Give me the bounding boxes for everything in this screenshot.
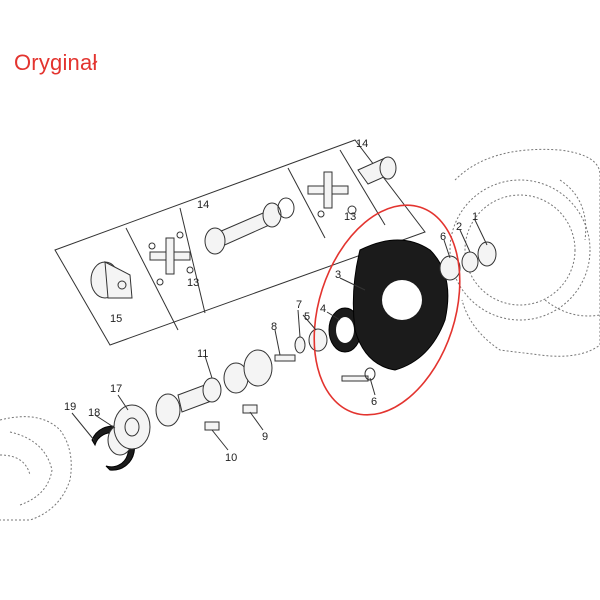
callout-18: 18 xyxy=(88,407,100,419)
callout-14b: 14 xyxy=(356,138,368,150)
left-housing xyxy=(0,416,72,521)
callout-9: 9 xyxy=(262,431,268,443)
right-housing xyxy=(449,148,600,357)
original-stamp: Oryginał xyxy=(14,50,98,75)
callout-4: 4 xyxy=(320,303,326,315)
lower-assembly xyxy=(91,239,497,471)
callout-3: 3 xyxy=(335,269,341,281)
driveshaft-inset xyxy=(54,139,426,346)
callout-2: 2 xyxy=(456,221,462,233)
callout-6b: 6 xyxy=(371,396,377,408)
callout-labels: 1 2 3 4 5 6 6 6 7 8 9 10 11 13 13 14 14 … xyxy=(64,138,478,464)
highlight-circle xyxy=(313,204,461,416)
callout-11: 11 xyxy=(197,348,208,360)
callout-15: 15 xyxy=(110,313,122,325)
leader-lines xyxy=(71,219,488,451)
callout-7: 7 xyxy=(296,299,302,311)
callout-17: 17 xyxy=(110,383,122,395)
callout-5: 5 xyxy=(304,311,310,323)
callout-14a: 14 xyxy=(197,199,209,211)
callout-19: 19 xyxy=(64,401,76,413)
callout-13b: 13 xyxy=(344,211,356,223)
callout-8: 8 xyxy=(271,321,277,333)
callout-13a: 13 xyxy=(187,277,199,289)
callout-1: 1 xyxy=(472,211,478,223)
callout-6a: 6 xyxy=(440,231,446,243)
callout-10: 10 xyxy=(225,452,237,464)
